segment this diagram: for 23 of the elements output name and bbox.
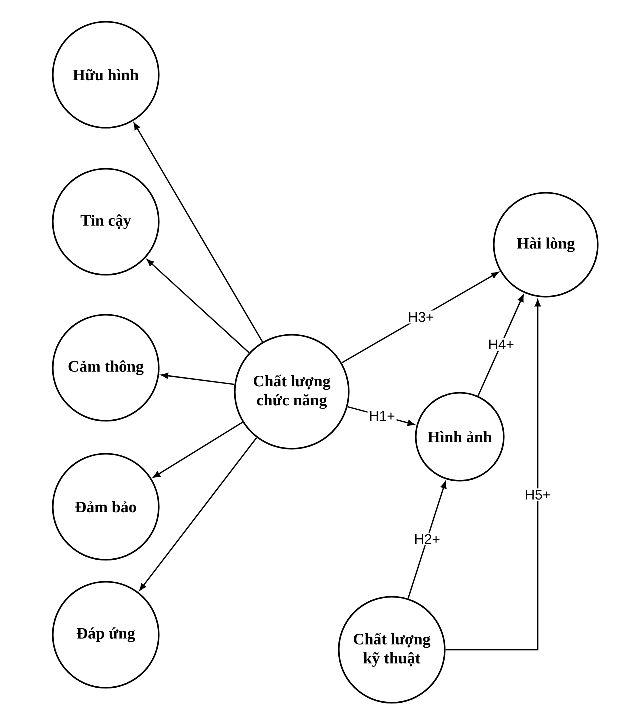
arrow	[342, 272, 499, 364]
arrow	[146, 259, 250, 354]
circle-node: Hình ảnh	[415, 392, 505, 482]
circle-node: Cảm thông	[52, 314, 160, 422]
circle-node: Hài lòng	[493, 192, 599, 298]
circle-node: Đảm bảo	[52, 453, 160, 561]
edge-label: H5+	[523, 488, 553, 502]
circle-node: Chất lượng kỹ thuật	[338, 596, 446, 704]
circle-node: Đáp ứng	[52, 581, 160, 689]
edge-label: H4+	[486, 338, 516, 351]
arrow	[478, 294, 524, 396]
edge-label: H2+	[412, 532, 442, 546]
circle-node: Chất lượng chức năng	[234, 334, 350, 450]
edge-label: H3+	[406, 310, 436, 324]
arrow	[134, 122, 264, 342]
arrow	[408, 482, 447, 599]
arrow	[446, 300, 541, 651]
arrow	[140, 438, 258, 591]
arrow	[153, 422, 244, 478]
circle-node: Hữu hình	[52, 21, 160, 129]
circle-node: Tin cậy	[52, 168, 160, 276]
arrow	[161, 372, 235, 386]
edge-label: H1+	[368, 410, 397, 422]
